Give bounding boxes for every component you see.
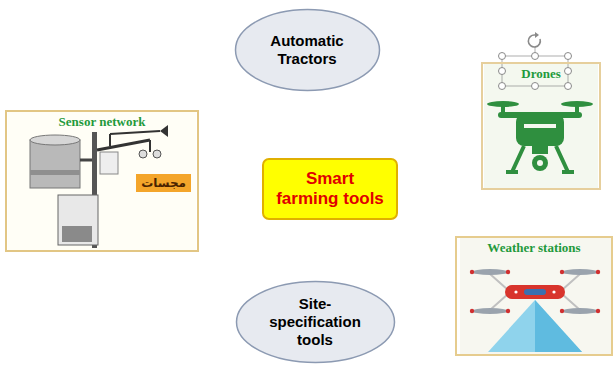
prop-tip — [506, 270, 510, 274]
central-box: Smart farming tools — [262, 158, 398, 220]
node-label: Automatic Tractors — [257, 32, 357, 68]
drone-arms — [490, 274, 580, 310]
handle — [565, 53, 572, 60]
propeller — [562, 269, 598, 275]
prop-tip — [596, 309, 600, 313]
sensor-arm — [97, 140, 150, 150]
weather-drone — [470, 269, 600, 352]
drone-legs — [506, 146, 574, 172]
ellipse-shape — [235, 10, 379, 91]
tool-ellipse: Site-specification tools — [235, 280, 396, 364]
drone-light — [552, 290, 555, 293]
rain-gauge-top — [30, 135, 80, 145]
vane-post — [109, 134, 111, 146]
prop-tip — [560, 309, 564, 313]
gimbal — [532, 146, 548, 154]
prop-tip — [470, 309, 474, 313]
propeller — [562, 308, 598, 314]
propeller — [472, 269, 508, 275]
drone-body — [516, 114, 564, 146]
propeller — [472, 308, 508, 314]
prop-tip — [470, 270, 474, 274]
tool-ellipse: Automatic Tractors — [234, 8, 381, 92]
handle — [499, 53, 506, 60]
node-label: Sensor network — [7, 112, 197, 130]
anemometer-cup — [153, 150, 161, 158]
panel-ground — [8, 110, 196, 252]
rain-gauge-band — [30, 170, 80, 175]
wind-vane-tail — [160, 125, 168, 137]
text-holder: Smart farming tools — [274, 169, 386, 209]
ellipse-shape — [236, 282, 394, 363]
drone-body — [505, 285, 565, 299]
anemometer-cup — [139, 150, 147, 158]
handle — [499, 83, 506, 90]
rotate-icon — [528, 35, 540, 47]
drone-stripe — [524, 124, 556, 128]
handle — [532, 53, 539, 60]
rain-gauge — [30, 140, 80, 188]
gauge-bracket — [80, 159, 92, 162]
drone-icon — [487, 101, 593, 172]
logger-panel — [62, 226, 92, 242]
text-holder: Site-specification tools — [260, 295, 370, 349]
sensor-box — [100, 152, 118, 174]
handle — [565, 83, 572, 90]
prop-tip — [506, 309, 510, 313]
anemometer-post — [149, 140, 151, 152]
node-label: Drones — [483, 64, 599, 82]
image-panel: Drones — [481, 62, 601, 190]
rotate-arrow — [535, 32, 539, 38]
drone-window — [524, 289, 546, 295]
panel-ground — [484, 62, 598, 190]
tag-label: مجسات — [136, 174, 191, 192]
logger-box — [58, 195, 98, 245]
prop-tip — [560, 270, 564, 274]
beam-side — [535, 300, 582, 352]
drone-light — [514, 290, 517, 293]
handle — [565, 68, 572, 75]
node-label: Site-specification tools — [260, 295, 370, 349]
image-panel: Sensor network مجسات — [5, 110, 199, 252]
camera — [532, 155, 548, 171]
prop-tip — [596, 270, 600, 274]
handle — [499, 68, 506, 75]
beam — [488, 300, 582, 352]
text-holder: Automatic Tractors — [257, 32, 357, 68]
handle — [532, 83, 539, 90]
node-label: Weather stations — [457, 238, 611, 256]
wind-vane — [110, 131, 160, 134]
image-panel: Weather stations — [455, 236, 613, 356]
camera-lens — [537, 160, 543, 166]
node-label: Smart farming tools — [274, 169, 386, 209]
